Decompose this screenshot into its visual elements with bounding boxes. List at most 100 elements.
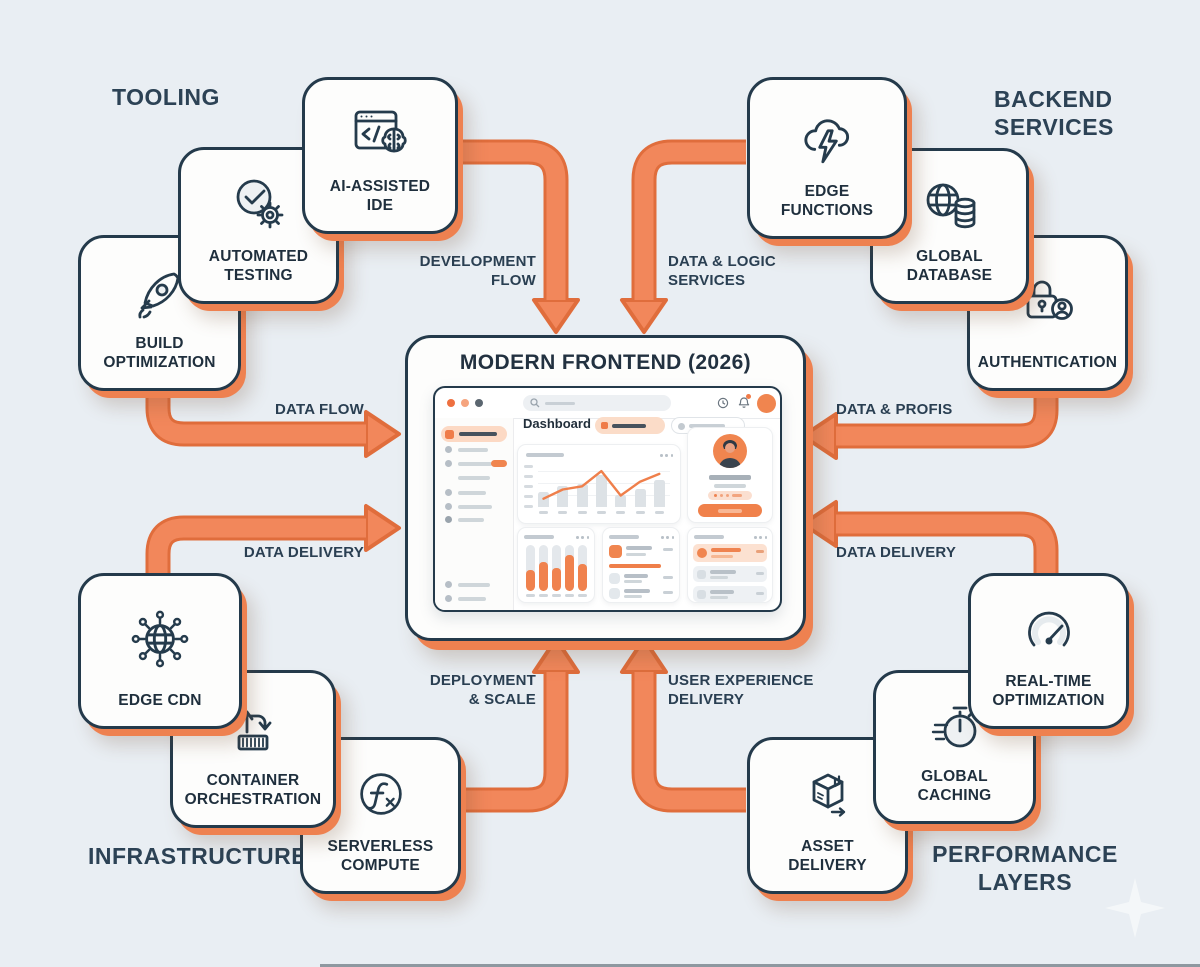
arrow-label-data-flow: DATA FLOW [275,401,364,418]
user-avatar[interactable] [757,393,776,413]
sidebar-icon[interactable] [445,446,452,453]
node-authentication: AUTHENTICATION [967,235,1128,391]
list-item-value-bar [663,548,673,551]
person-icon [719,440,741,468]
rocket-icon [125,238,195,335]
sidebar-item-dashboard-active[interactable] [441,426,507,442]
sidebar-item-bar [458,462,492,466]
mock-browser-window: Dashboard [433,386,782,612]
sidebar-icon-logout[interactable] [445,595,452,602]
sidebar-icon[interactable] [445,516,452,523]
y-tick [524,475,533,478]
mini-bar [732,494,742,497]
arrow-label-development-flow: DEVELOPMENT FLOW [419,253,536,289]
list-item-icon [609,573,620,584]
node-label: GLOBAL CACHING [917,768,992,804]
activity-value-bar [756,550,764,553]
node-build-optimization: BUILD OPTIMIZATION [78,235,241,391]
search-placeholder-bar [545,401,575,405]
mock-search-bar[interactable] [523,395,671,411]
chart-line [542,469,661,500]
window-dot-close[interactable] [447,399,455,407]
y-tick [524,485,533,488]
dashboard-icon [445,429,454,439]
node-automated-testing: AUTOMATED TESTING [178,147,339,304]
node-label: AI-ASSISTED IDE [329,178,431,214]
activity-row[interactable] [693,566,767,582]
node-ai-assisted-ide: AI-ASSISTED IDE [302,77,458,234]
card-title-bar [524,535,554,539]
sidebar-item-bar [458,597,486,601]
list-item-bar [626,546,652,550]
arrow-label-data-profis: DATA & PROFIS [836,401,953,418]
card-menu-dots[interactable] [576,536,590,539]
activity-row[interactable] [693,586,767,602]
code-window-brain-icon [345,80,415,178]
mini-bars-card [517,527,595,603]
node-label: AUTHENTICATION [977,353,1118,371]
activity-bar [710,596,728,599]
lock-user-icon [1012,238,1084,354]
profile-sub-bar [714,484,746,488]
activity-value-bar [756,592,764,595]
mock-window-topbar [435,388,780,419]
sidebar-icon[interactable] [445,460,452,467]
node-label: EDGE CDN [118,691,202,709]
sidebar-item-bar [458,505,492,509]
profile-rating-chip [708,491,752,500]
card-menu-dots[interactable] [660,454,674,457]
profile-action-button[interactable] [698,504,762,517]
activity-row-highlighted[interactable] [693,544,767,562]
mini-bar-tracks [526,545,588,591]
node-label: EDGE FUNCTIONS [780,183,874,219]
profile-avatar [713,434,747,468]
activity-icon [697,589,706,599]
profile-card [687,427,773,523]
list-item-value-bar [663,591,673,594]
bottom-edge-artifact [320,964,1200,967]
filter-chip-active[interactable] [595,417,665,434]
node-label: BUILD OPTIMIZATION [103,335,216,371]
y-tick [524,505,533,508]
activity-value-bar [756,572,764,575]
card-title-bar [694,535,724,539]
chip-label-bar [689,424,725,428]
activity-icon [697,569,706,579]
gridline [538,471,670,472]
sidebar-active-label-bar [459,431,497,437]
activity-bar [710,570,736,574]
y-tick [524,495,533,498]
cloud-lightning-icon [792,80,862,183]
list-item-bar [624,595,642,598]
sidebar-icon-settings[interactable] [445,581,452,588]
center-panel-modern-frontend: MODERN FRONTEND (2026) [405,335,806,641]
window-dot-maximize[interactable] [475,399,483,407]
sidebar-icon[interactable] [445,503,452,510]
section-label-tooling: TOOLING [112,84,220,110]
mini-bar-labels [526,594,588,597]
history-clock-icon[interactable] [717,397,729,409]
node-label: AUTOMATED TESTING [208,248,309,284]
sidebar-icon[interactable] [445,489,452,496]
list-item-bar [624,580,642,583]
list-item-bar [624,589,650,593]
dot [714,494,717,497]
section-label-performance-layers: PERFORMANCE LAYERS [932,841,1118,895]
node-label: SERVERLESS COMPUTE [327,838,434,874]
card-title-bar [609,535,639,539]
section-label-backend-services: BACKEND SERVICES [994,86,1114,140]
activity-icon [697,548,707,558]
dot [720,494,723,497]
activity-bar [710,590,734,594]
chip-label-bar [612,423,646,428]
section-label-infrastructure: INFRASTRUCTURE [88,843,308,869]
arrow-label-data-delivery-left: DATA DELIVERY [243,544,364,561]
notification-bell-icon[interactable] [737,396,751,410]
window-dot-minimize[interactable] [461,399,469,407]
card-menu-dots[interactable] [754,536,768,539]
notification-badge [746,394,751,399]
card-menu-dots[interactable] [661,536,675,539]
activity-bar [711,555,733,558]
dashboard-heading: Dashboard [523,416,591,431]
